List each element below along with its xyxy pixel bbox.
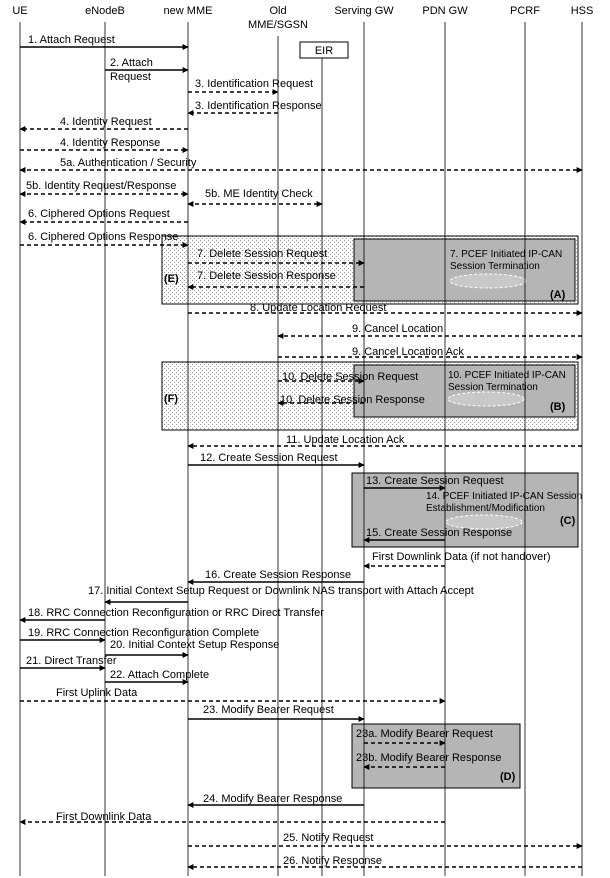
box-label-a: (A) (550, 289, 566, 301)
box-label-e: (E) (164, 273, 179, 285)
box-label-d: (D) (500, 771, 516, 783)
entity-label-oldmme: Old (269, 5, 286, 17)
message-8-label: 5b. Identity Request/Response (26, 180, 176, 192)
message-31-label: 20. Initial Context Setup Response (110, 639, 279, 651)
box-label-b: (B) (550, 401, 566, 413)
message-7-label: 5a. Authentication / Security (60, 157, 197, 169)
entity-label-sgw: Serving GW (334, 5, 394, 17)
message-39-label: First Downlink Data (56, 811, 152, 823)
message-10-label: 6. Ciphered Options Request (28, 208, 170, 220)
message-5-label: 4. Identity Request (60, 116, 152, 128)
note-ellipse-c (445, 514, 523, 530)
message-27-label: 16. Create Session Response (205, 569, 351, 581)
message-18-label: 10. Delete Session Request (282, 371, 418, 383)
box-c (351, 472, 579, 548)
message-16-label: 9. Cancel Location (352, 323, 443, 335)
message-28-label: 17. Initial Context Setup Request or Dow… (88, 585, 474, 597)
box-d (351, 723, 521, 789)
box-b (353, 364, 576, 418)
message-15-label: 8. Update Location Request (250, 302, 386, 314)
box-label-c: (C) (560, 515, 576, 527)
box-a (353, 238, 576, 302)
message-4-label: 3. Identification Response (195, 100, 322, 112)
message-12-label: 7. Delete Session Request (197, 248, 327, 260)
entity-label-newmme: new MME (164, 5, 213, 17)
note-ellipse-a (449, 273, 527, 289)
message-35-label: 23. Modify Bearer Request (203, 704, 334, 716)
entity-label-ue: UE (12, 5, 27, 17)
message-1-label: 1. Attach Request (28, 34, 115, 46)
message-33-label: 22. Attach Complete (110, 669, 209, 681)
note-ellipse-b (447, 391, 525, 407)
entity-label-pgw: PDN GW (422, 5, 468, 17)
note-label: 14. PCEF Initiated IP-CAN Session (426, 491, 582, 502)
message-9-label: 5b. ME Identity Check (205, 188, 313, 200)
message-36-label: 23a. Modify Bearer Request (356, 728, 493, 740)
message-41-label: 26. Notify Response (283, 855, 382, 867)
note-label: 10. PCEF Initiated IP-CAN (448, 370, 566, 381)
message-34-label: First Uplink Data (56, 687, 138, 699)
entity-label-oldmme: MME/SGSN (248, 19, 308, 31)
message-30-label: 19. RRC Connection Reconfiguration Compl… (28, 627, 259, 639)
eir-box (299, 41, 349, 59)
box-label-f: (F) (164, 393, 178, 405)
message-37-label: 23b. Modify Bearer Response (356, 752, 502, 764)
message-23-label: 13. Create Session Request (366, 475, 504, 487)
message-32-label: 21. Direct Transfer (26, 655, 117, 667)
message-38-label: 24. Modify Bearer Response (203, 793, 342, 805)
entity-label-eir: EIR (315, 45, 333, 57)
message-3-label: 3. Identification Request (195, 78, 313, 90)
message-2-label: 2. Attach (110, 57, 153, 69)
entity-label-pcrf: PCRF (510, 5, 540, 17)
message-40-label: 25. Notify Request (283, 832, 374, 844)
message-26-label: First Downlink Data (if not handover) (372, 551, 551, 563)
message-21-label: 11. Update Location Ack (286, 434, 405, 446)
message-11-label: 6. Ciphered Options Response (28, 231, 178, 243)
note-label-line2: Session Termination (448, 382, 538, 393)
message-2-label-line2: Request (110, 71, 151, 83)
message-25-label: 15. Create Session Response (366, 527, 512, 539)
message-17-label: 9. Cancel Location Ack (352, 346, 464, 358)
note-label-line2: Establishment/Modification (426, 503, 545, 514)
entity-label-enb: eNodeB (85, 5, 125, 17)
message-22-label: 12. Create Session Request (200, 452, 338, 464)
message-6-label: 4. Identity Response (60, 137, 160, 149)
note-label: 7. PCEF Initiated IP-CAN (450, 249, 562, 260)
message-13-label: 7. Delete Session Response (197, 270, 336, 282)
entity-label-hss: HSS (571, 5, 594, 17)
message-29-label: 18. RRC Connection Reconfiguration or RR… (28, 607, 324, 619)
message-19-label: 10. Delete Session Response (280, 394, 425, 406)
note-label-line2: Session Termination (450, 261, 540, 272)
